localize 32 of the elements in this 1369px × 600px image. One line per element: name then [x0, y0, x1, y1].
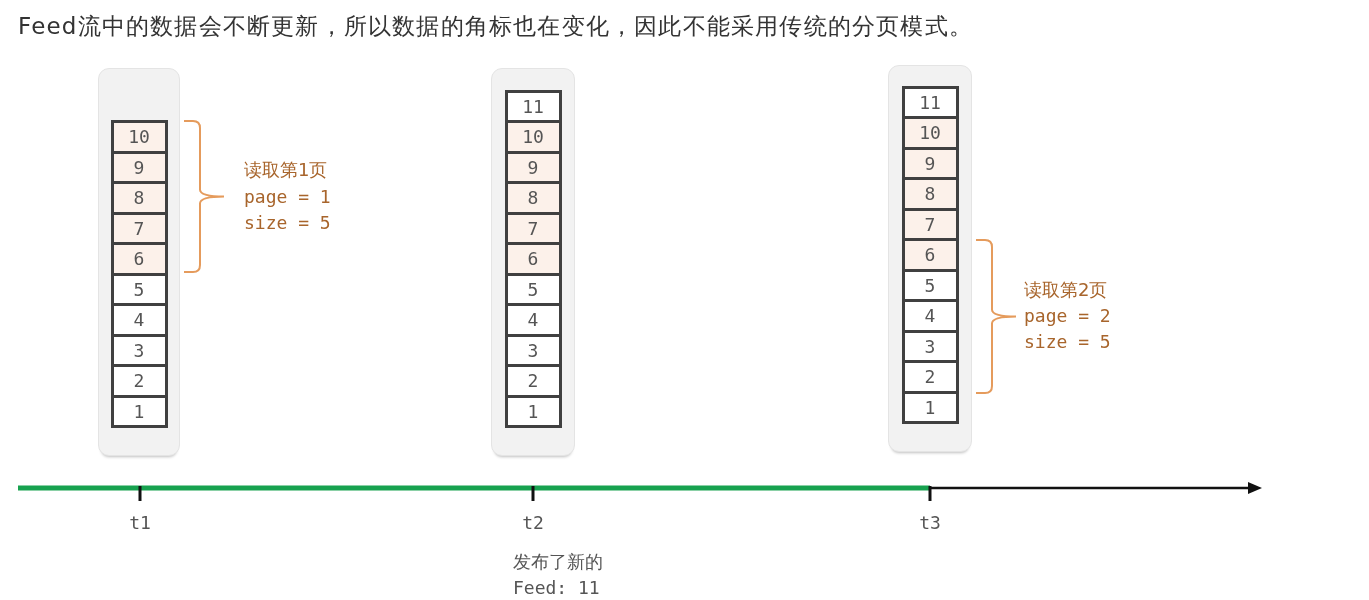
feed-item: 8 [504, 181, 562, 215]
feed-item: 8 [901, 177, 959, 211]
column-panel [491, 68, 575, 456]
feed-item: 10 [110, 120, 168, 154]
feed-item: 4 [901, 299, 959, 333]
page-note: page = 2 [1024, 304, 1111, 328]
page-note: 读取第2页 [1024, 278, 1108, 302]
feed-item: 11 [504, 89, 562, 123]
feed-item: 6 [901, 238, 959, 272]
page-note: size = 5 [244, 211, 331, 235]
tick-label: t3 [918, 511, 942, 535]
page-note: page = 1 [244, 185, 331, 209]
event-caption: 发布了新的 [513, 550, 603, 574]
heading: Feed流中的数据会不断更新，所以数据的角标也在变化，因此不能采用传统的分页模式。 [18, 12, 974, 41]
feed-item: 2 [110, 364, 168, 398]
page-note: 读取第1页 [244, 158, 328, 182]
feed-item: 10 [901, 116, 959, 150]
feed-item: 2 [504, 364, 562, 398]
feed-item: 10 [504, 120, 562, 154]
column-panel [98, 68, 180, 456]
feed-item: 4 [504, 303, 562, 337]
feed-item: 2 [901, 360, 959, 394]
page-note: size = 5 [1024, 330, 1111, 354]
column-panel [888, 65, 972, 452]
feed-item: 4 [110, 303, 168, 337]
tick-label: t2 [521, 511, 545, 535]
tick-label: t1 [128, 511, 152, 535]
feed-item: 6 [110, 242, 168, 276]
feed-item: 8 [110, 181, 168, 215]
event-caption: Feed: 11 [513, 576, 600, 600]
feed-item: 11 [901, 85, 959, 119]
feed-item: 6 [504, 242, 562, 276]
